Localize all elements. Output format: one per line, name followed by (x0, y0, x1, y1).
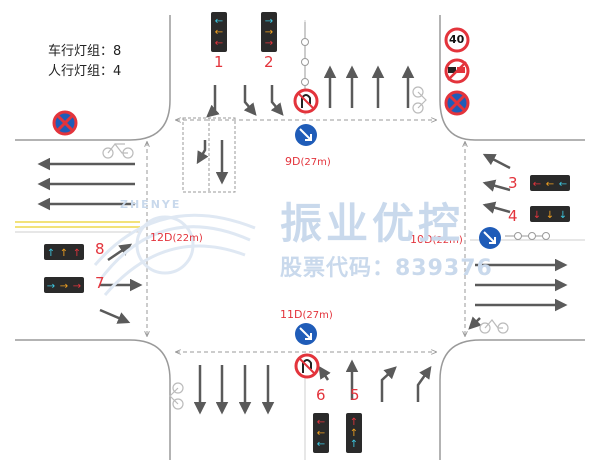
svg-text:←: ← (317, 439, 325, 450)
svg-text:→: → (60, 281, 68, 292)
signal-group-number: 6 (316, 386, 326, 404)
watermark-logo-text: ZHENYE (120, 198, 182, 211)
svg-text:↓: ↓ (559, 210, 567, 221)
svg-text:↑: ↑ (350, 428, 358, 439)
signal-group-number: 1 (214, 53, 224, 71)
svg-text:←: ← (559, 179, 567, 190)
signal-head-group-1: ← ← ← (211, 12, 227, 52)
svg-text:↓: ↓ (533, 210, 541, 221)
ped-pole-north (301, 22, 550, 240)
road-edges (15, 15, 585, 460)
signal-group-number: 5 (350, 386, 360, 404)
svg-text:←: ← (317, 428, 325, 439)
signal-head-group-8: ↑ ↑ ↑ (44, 244, 84, 260)
svg-text:↑: ↑ (47, 248, 55, 259)
crosswalk-lines (147, 120, 465, 352)
crosswalk-label-east: 10D(22m) (410, 233, 463, 246)
no-stopping-sign (52, 90, 470, 136)
signal-head-group-7: → → → (44, 277, 84, 293)
svg-text:↑: ↑ (73, 248, 81, 259)
watermark-logo (93, 213, 256, 296)
speed-limit-sign (444, 27, 470, 53)
signal-group-number: 7 (95, 274, 105, 292)
signal-group-number: 3 (508, 174, 518, 192)
lane-arrows (37, 65, 568, 415)
crosswalk-label-north: 9D(27m) (285, 155, 331, 168)
no-u-turn-sign (293, 88, 320, 379)
bicycle-icon (102, 86, 509, 410)
svg-text:←: ← (215, 16, 223, 27)
crosswalk-label-south: 11D(27m) (280, 308, 333, 321)
svg-text:↑: ↑ (60, 248, 68, 259)
svg-text:↑: ↑ (350, 417, 358, 428)
svg-text:→: → (265, 27, 273, 38)
yellow-center-line (15, 221, 140, 228)
watermark-company: 振业优控 (280, 199, 465, 248)
signal-head-group-3: ← ← ← (530, 175, 570, 191)
signal-group-number: 2 (264, 53, 274, 71)
vehicle-signal-count: 车行灯组：8 (48, 44, 122, 59)
watermark-stock: 股票代码：839376 (280, 256, 493, 281)
svg-text:→: → (73, 281, 81, 292)
crosswalk-label-west: 12D(22m) (150, 231, 203, 244)
svg-text:↑: ↑ (350, 439, 358, 450)
svg-text:→: → (47, 281, 55, 292)
svg-text:←: ← (533, 179, 541, 190)
signal-head-group-2: → → → (261, 12, 277, 52)
no-overtaking-sign (444, 58, 470, 84)
left-turn-waiting-area (182, 117, 236, 193)
svg-text:←: ← (215, 27, 223, 38)
svg-text:→: → (265, 16, 273, 27)
signal-head-group-5: ↑ ↑ ↑ (346, 413, 362, 453)
signal-group-number: 4 (508, 207, 518, 225)
signal-head-group-6: ← ← ← (313, 413, 329, 453)
signal-head-group-4: ↓ ↓ ↓ (530, 206, 570, 222)
speed-limit-value: 40 (449, 33, 465, 46)
svg-text:→: → (265, 38, 273, 49)
svg-text:←: ← (546, 179, 554, 190)
svg-text:↓: ↓ (546, 210, 554, 221)
signal-group-number: 8 (95, 240, 105, 258)
svg-text:←: ← (317, 417, 325, 428)
keep-right-sign (295, 124, 501, 345)
pedestrian-signal-count: 人行灯组：4 (48, 64, 122, 79)
svg-text:←: ← (215, 38, 223, 49)
